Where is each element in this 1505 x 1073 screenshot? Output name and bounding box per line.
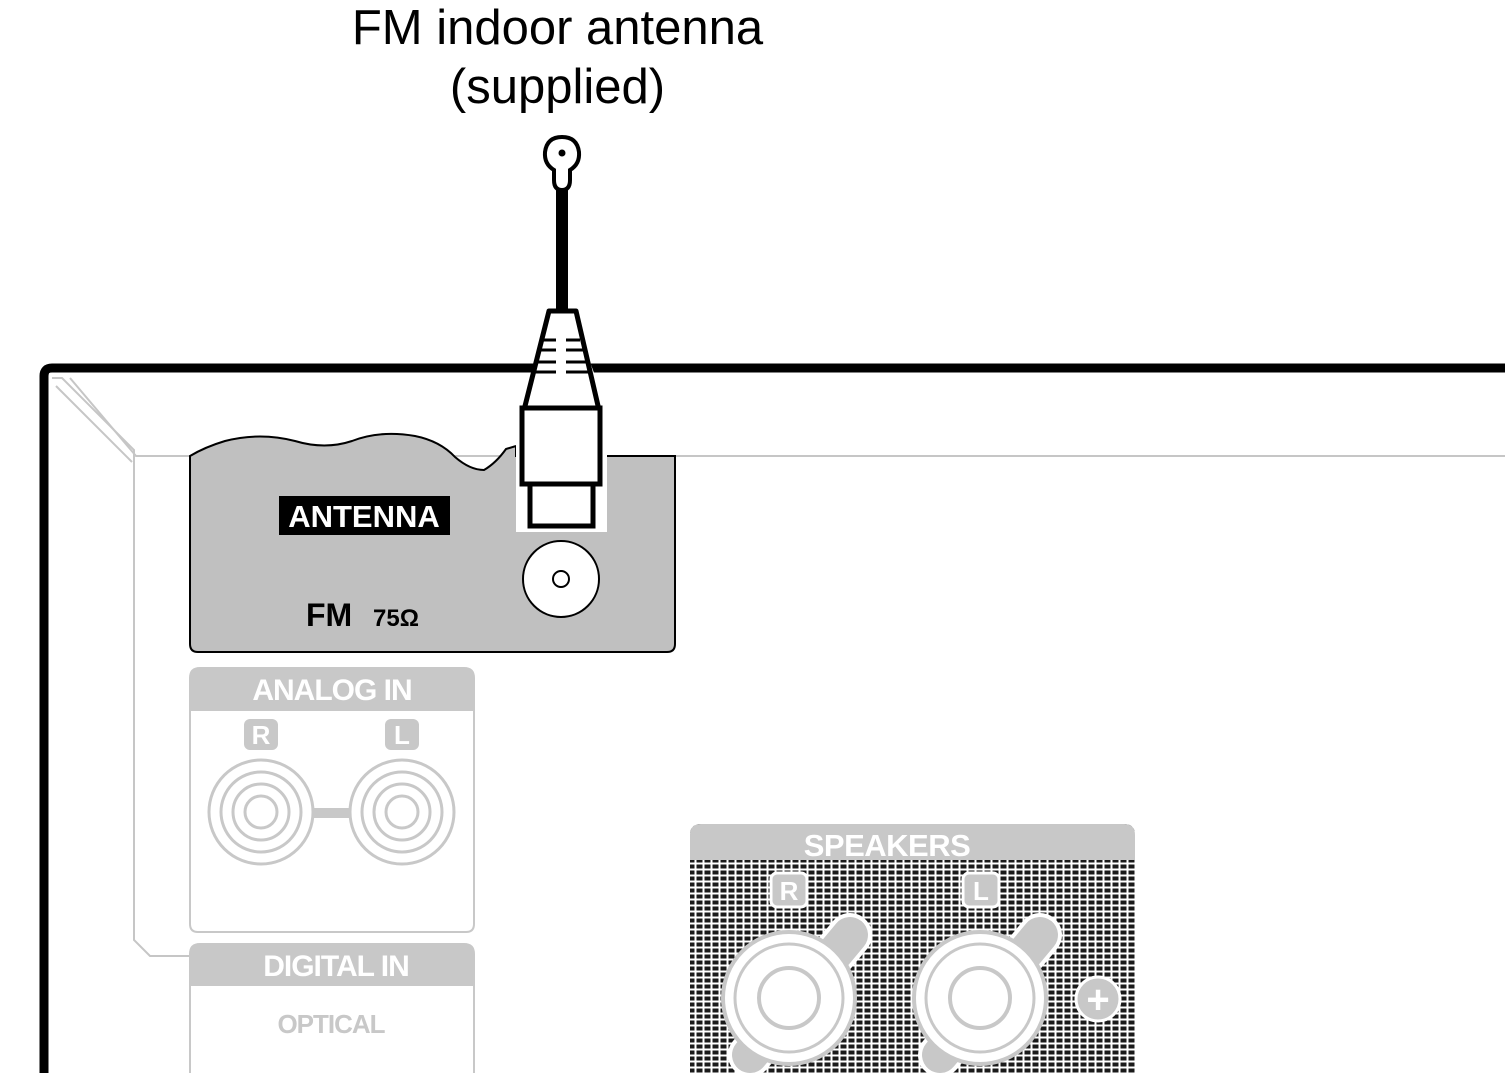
speakers-right-label: R (780, 876, 799, 906)
analog-in-left-jack[interactable] (348, 758, 456, 866)
analog-in-title: ANALOG IN (252, 674, 411, 707)
digital-in-title: DIGITAL IN (263, 950, 409, 983)
digital-in-panel: DIGITAL IN OPTICAL (189, 943, 475, 1073)
speakers-title: SPEAKERS (804, 828, 971, 863)
antenna-tip-icon (542, 134, 582, 193)
plus-label: + (1086, 978, 1109, 1022)
caption-line-2: (supplied) (449, 60, 666, 114)
speaker-terminal-left[interactable] (912, 913, 1062, 1073)
speaker-terminal-right[interactable] (721, 913, 872, 1073)
caption-line-1: FM indoor antenna (351, 1, 764, 55)
speakers-left-label: L (973, 876, 989, 906)
receiver-rear-panel (39, 363, 1505, 1073)
antenna-badge-bg (279, 496, 450, 535)
analog-in-right-label: R (252, 720, 271, 750)
fm-antenna-jack[interactable] (522, 540, 600, 618)
analog-in-right-jack[interactable] (207, 758, 315, 866)
fm-label: FM (306, 597, 352, 633)
analog-in-left-label: L (394, 720, 410, 750)
speakers-panel: SPEAKERS R L + (690, 824, 1135, 1073)
optical-label: OPTICAL (277, 1009, 385, 1039)
antenna-badge-label: ANTENNA (288, 499, 440, 534)
fm-antenna-plug[interactable] (514, 134, 610, 532)
plus-icon: + (1074, 975, 1122, 1023)
impedance-label: 75Ω (373, 605, 419, 632)
analog-in-panel: ANALOG IN R L (189, 667, 475, 933)
